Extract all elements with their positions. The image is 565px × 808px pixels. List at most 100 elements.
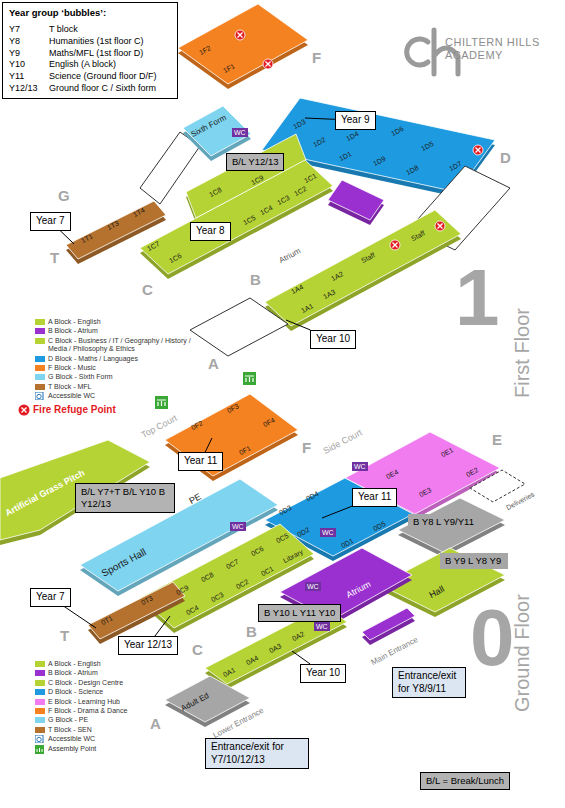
callout-box: Year 11 xyxy=(178,452,223,471)
legend-swatch xyxy=(35,384,45,390)
callout-box: Year 9 xyxy=(335,111,376,130)
legend-swatch xyxy=(35,328,45,334)
legend-row: C Block - Business / IT / Geography / Hi… xyxy=(35,337,200,354)
legend-row: F Block - Drama & Dance xyxy=(35,707,167,715)
legend-row: D Block - Maths / Languages xyxy=(35,355,200,363)
building-block xyxy=(470,470,525,502)
room-label: Side Court xyxy=(322,428,364,456)
legend-text: C Block - Business / IT / Geography / Hi… xyxy=(48,337,200,354)
building-block xyxy=(178,4,308,89)
block-letter: A xyxy=(150,716,161,731)
legend-swatch xyxy=(35,661,45,667)
block-top xyxy=(205,606,347,684)
legend-text: A Block - English xyxy=(48,660,101,668)
leader-line xyxy=(322,506,352,518)
legend-text: Accessible WC xyxy=(48,735,95,743)
block-top xyxy=(328,180,384,220)
block-top xyxy=(398,498,505,552)
building-block xyxy=(140,160,333,279)
block-letter: A xyxy=(208,356,219,371)
callout-text: B Y8 L Y9/Y11 xyxy=(413,516,476,528)
callout-box: Year 10 xyxy=(300,664,346,683)
leader-line xyxy=(292,651,310,664)
fire-refuge-icon xyxy=(235,30,245,40)
legend-text: F Block - Drama & Dance xyxy=(48,707,127,715)
legend-row: A Block - English xyxy=(35,318,200,326)
callout-text: Y8 xyxy=(9,36,49,48)
room-label: WC xyxy=(232,128,248,137)
block-letter: First Floor xyxy=(512,308,532,398)
block-letter: C xyxy=(142,282,153,297)
callout-box: B/L = Break/Lunch xyxy=(420,772,510,790)
legend-swatch xyxy=(35,319,45,325)
callout-text: Y12/13 xyxy=(9,83,49,95)
fire-refuge-icon xyxy=(473,145,483,155)
callout-text: Entrance/exit for Y8/9/11 xyxy=(398,670,460,695)
leader-line xyxy=(60,231,74,245)
callout-text: B/L = Break/Lunch xyxy=(426,775,504,787)
legend-row: B Block - Atrium xyxy=(35,327,200,335)
legend-row: E Block - Learning Hub xyxy=(35,698,167,706)
block-letter: F xyxy=(312,50,321,65)
room-label: Atrium xyxy=(278,247,302,265)
legend-text: F Block - Music xyxy=(48,364,96,372)
block-top xyxy=(362,608,415,640)
callout-text: Y9 xyxy=(9,48,49,60)
legend: A Block - EnglishB Block - AtriumC Block… xyxy=(35,660,167,754)
callout-box: B Y10 L Y11 Y10 xyxy=(258,604,341,622)
leader-line xyxy=(286,320,310,330)
legend-text: T Block - SEN xyxy=(48,726,92,734)
legend-row: Assembly Point xyxy=(35,745,167,754)
block-top xyxy=(140,160,333,274)
callout-text: B Y10 L Y11 Y10 xyxy=(264,607,335,619)
legend-row: A Block - English xyxy=(35,660,167,668)
callout-text: Science (Ground floor D/F) xyxy=(49,71,171,83)
legend-row: Accessible WC xyxy=(35,735,167,743)
legend-swatch xyxy=(35,689,45,695)
callout-box: Year 7 xyxy=(30,588,71,607)
callout-box: B/L Y12/13 xyxy=(226,153,284,171)
block-top xyxy=(190,298,288,356)
legend-swatch xyxy=(35,670,45,676)
legend-text: E Block - Learning Hub xyxy=(48,698,120,706)
legend-row: F Block - Music xyxy=(35,364,200,372)
block-top xyxy=(183,106,251,156)
callout-box: B Y9 L Y8 Y9 xyxy=(440,553,508,569)
building-block xyxy=(328,180,384,225)
legend-row: C Block - Design Centre xyxy=(35,679,167,687)
legend-swatch xyxy=(35,374,45,380)
legend-row: T Block - SEN xyxy=(35,726,167,734)
building-block xyxy=(398,498,505,557)
callout-box: Year 11 xyxy=(352,488,397,507)
leader-line xyxy=(305,118,335,119)
legend-row: Accessible WC xyxy=(35,392,200,400)
leader-line xyxy=(64,607,96,629)
legend-row: T Block - MFL xyxy=(35,383,200,391)
legend-icon xyxy=(35,745,45,754)
block-side xyxy=(205,611,347,689)
legend-swatch xyxy=(35,356,45,362)
block-top xyxy=(345,432,500,514)
callout-box: Year 12/13 xyxy=(118,636,178,655)
building-block xyxy=(165,394,298,481)
block-letter: Ground Floor xyxy=(512,594,532,712)
legend-text: Accessible WC xyxy=(48,392,95,400)
callout-text: English (A block) xyxy=(49,59,171,71)
room-label: Deliveries xyxy=(505,491,535,512)
block-top xyxy=(165,394,298,476)
room-label: CHILTERN HILLS ACADEMY xyxy=(445,36,553,61)
building-block xyxy=(88,582,185,644)
legend: A Block - EnglishB Block - Atrium C Block… xyxy=(35,318,200,401)
legend-text: B Block - Atrium xyxy=(48,327,98,335)
callout-text: Y10 xyxy=(9,59,49,71)
legend-swatch xyxy=(35,717,45,723)
callout-box: Entrance/exit for Y8/9/11 xyxy=(392,667,466,698)
legend-row: Fire Refuge Point xyxy=(18,404,116,416)
callout-text: Year 12/13 xyxy=(124,639,172,652)
fire-refuge-icon xyxy=(390,240,400,250)
block-letter: F xyxy=(302,440,311,455)
callout-text: Ground floor C / Sixth form xyxy=(49,83,171,95)
room-label: WC xyxy=(230,522,246,531)
legend-text: D Block - Maths / Languages xyxy=(48,355,138,363)
callout-box: B/L Y7+T B/L Y10 B Y12/13 xyxy=(75,483,175,513)
